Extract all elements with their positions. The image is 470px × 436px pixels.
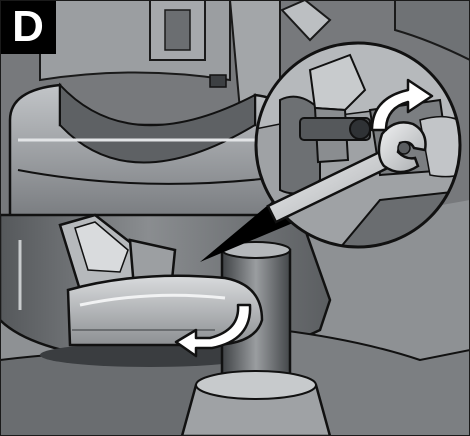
curved-arrow-clockwise-icon bbox=[370, 78, 434, 132]
wrench-icon bbox=[266, 121, 427, 224]
panel-label: D bbox=[0, 0, 56, 54]
depth-post bbox=[180, 241, 332, 436]
curved-arrow-down-left-icon bbox=[174, 303, 252, 358]
clamping-lever bbox=[58, 213, 264, 347]
